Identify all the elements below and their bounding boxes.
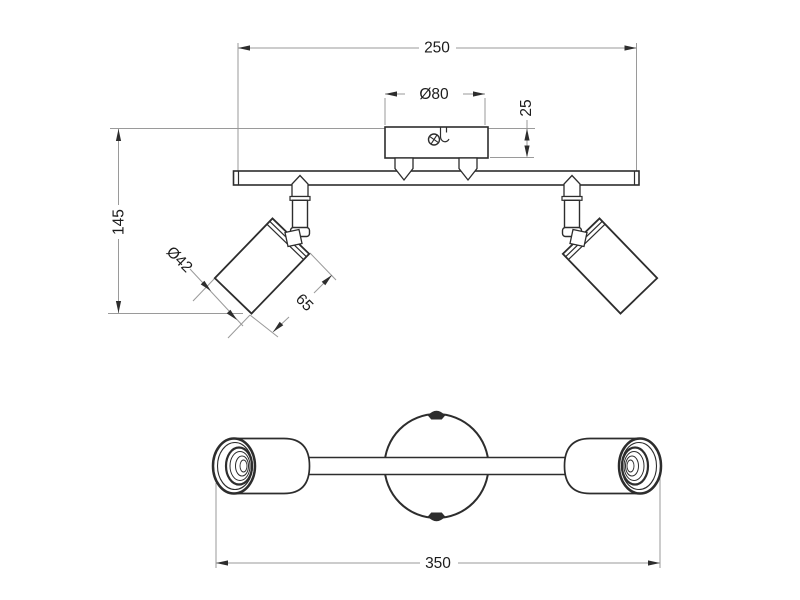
stem-left xyxy=(289,174,311,238)
front-view: 250 Ø80 25 145 Ø42 65 xyxy=(108,40,659,339)
dim-label-canopy-diameter: Ø80 xyxy=(419,86,449,103)
bottom-view: 350 xyxy=(211,410,663,572)
dim-label-spot-length: 65 xyxy=(292,291,316,315)
canopy-screw-icon xyxy=(427,133,441,146)
dim-label-overall-width: 250 xyxy=(424,40,450,57)
canopy-clip-left xyxy=(394,157,414,182)
dim-extension-lines-front xyxy=(108,43,637,339)
canopy-clip-right xyxy=(458,157,478,182)
dim-label-overall-height: 145 xyxy=(111,209,128,235)
socket-right xyxy=(563,437,663,495)
canopy-clip-top xyxy=(427,410,446,420)
stem-right xyxy=(561,174,583,238)
bottom-bar xyxy=(299,456,578,476)
socket-left xyxy=(211,437,311,495)
dim-arrows-front xyxy=(115,45,637,332)
dim-extension-lines-bottom xyxy=(215,474,661,568)
dim-arrows-bottom xyxy=(216,560,660,566)
canopy xyxy=(384,126,489,182)
canopy-clip-bottom xyxy=(427,512,446,522)
dim-label-spot-diameter: Ø42 xyxy=(163,243,196,276)
dim-label-overall-length: 350 xyxy=(425,555,451,572)
cable-hook-icon xyxy=(439,127,450,143)
swivel-joint-left xyxy=(284,228,303,248)
mounting-bar xyxy=(232,170,640,186)
dim-label-canopy-height: 25 xyxy=(518,99,535,116)
swivel-joint-right xyxy=(569,228,588,248)
